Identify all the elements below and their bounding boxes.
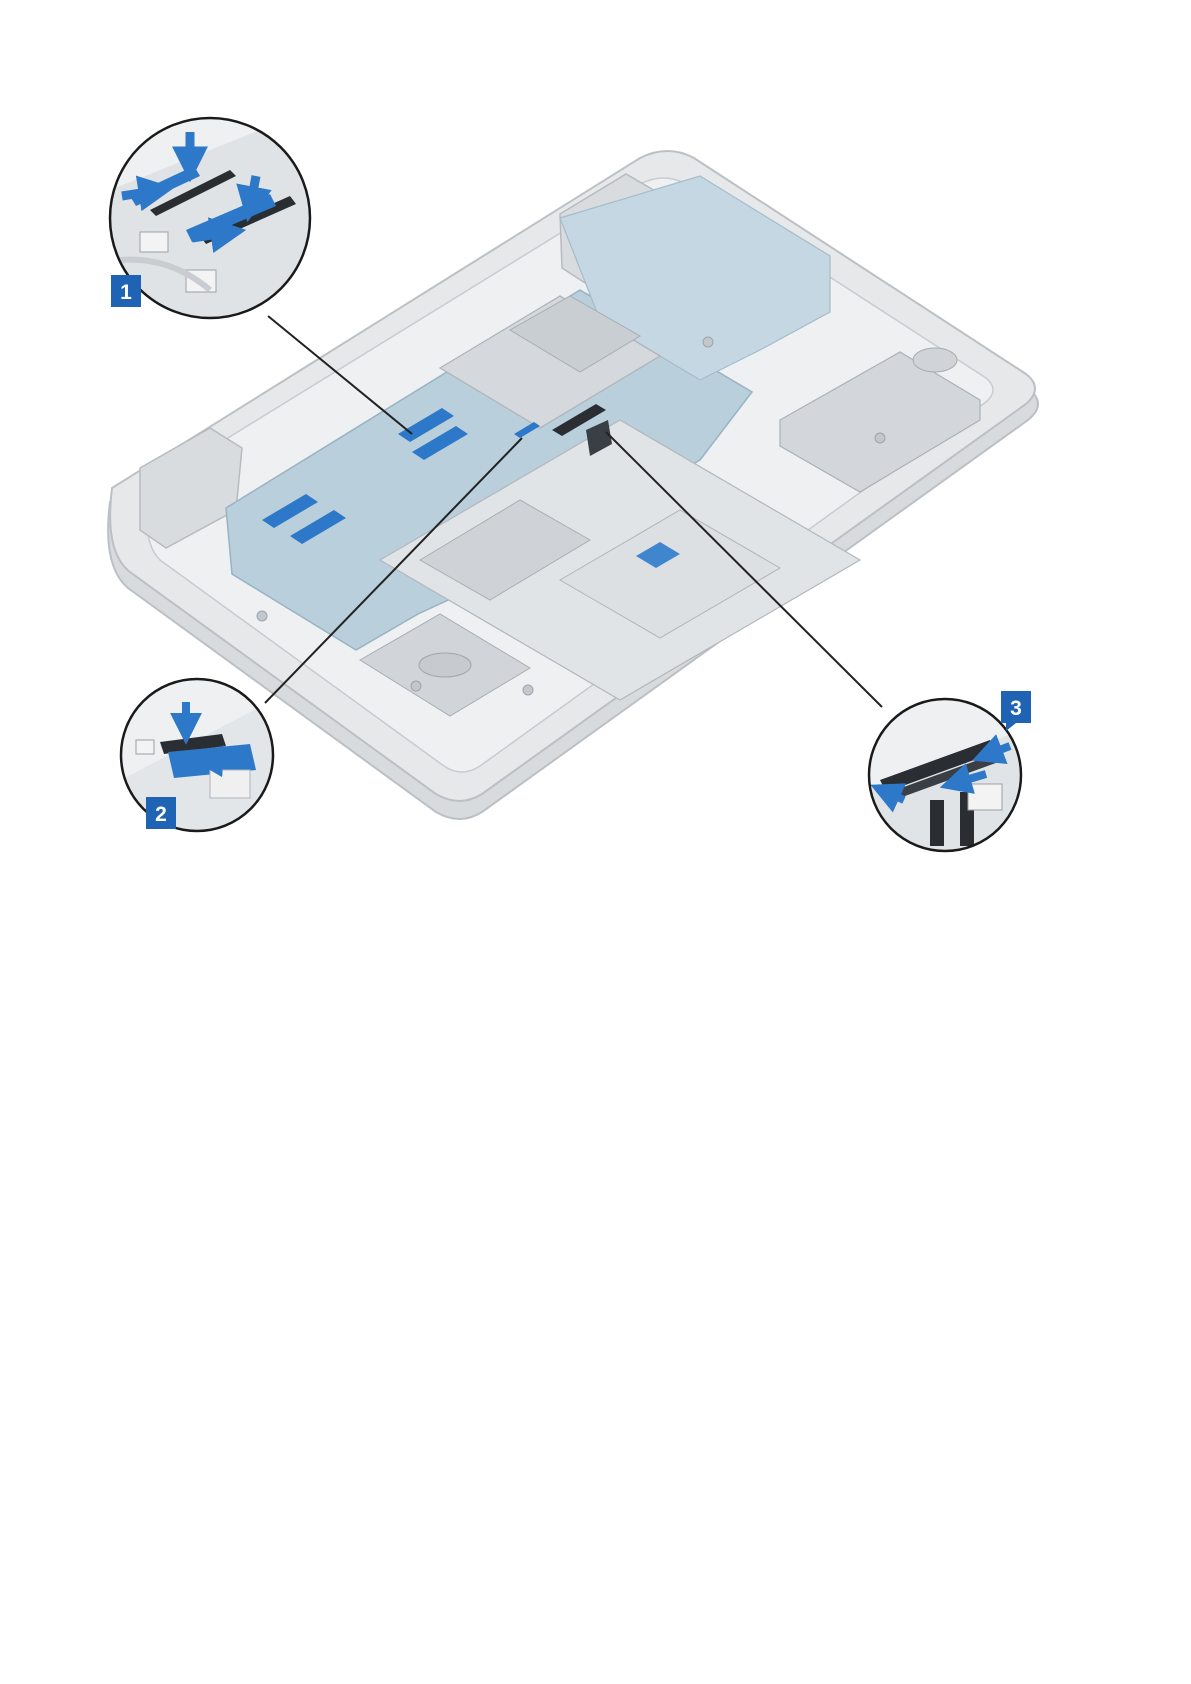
callout-badge-3: 3 [1001, 691, 1031, 731]
arrow-down-icon [250, 176, 256, 208]
arrow-right-icon [204, 760, 236, 762]
arrow-right-icon [122, 190, 160, 196]
arrow-right-icon [192, 232, 232, 238]
zoom-callout-2: 2 [121, 679, 273, 831]
zoom-callout-3: 3 [869, 691, 1031, 851]
callout-badge-1: 1 [111, 275, 141, 307]
callout-badge-2: 2 [146, 797, 176, 829]
callout-number-2: 2 [155, 803, 167, 826]
left-speaker-grille [419, 653, 471, 677]
right-speaker [913, 348, 957, 372]
callout-number-3: 3 [1010, 697, 1022, 720]
callout-number-1: 1 [120, 281, 132, 304]
zoom-callout-1: 1 [110, 110, 310, 318]
